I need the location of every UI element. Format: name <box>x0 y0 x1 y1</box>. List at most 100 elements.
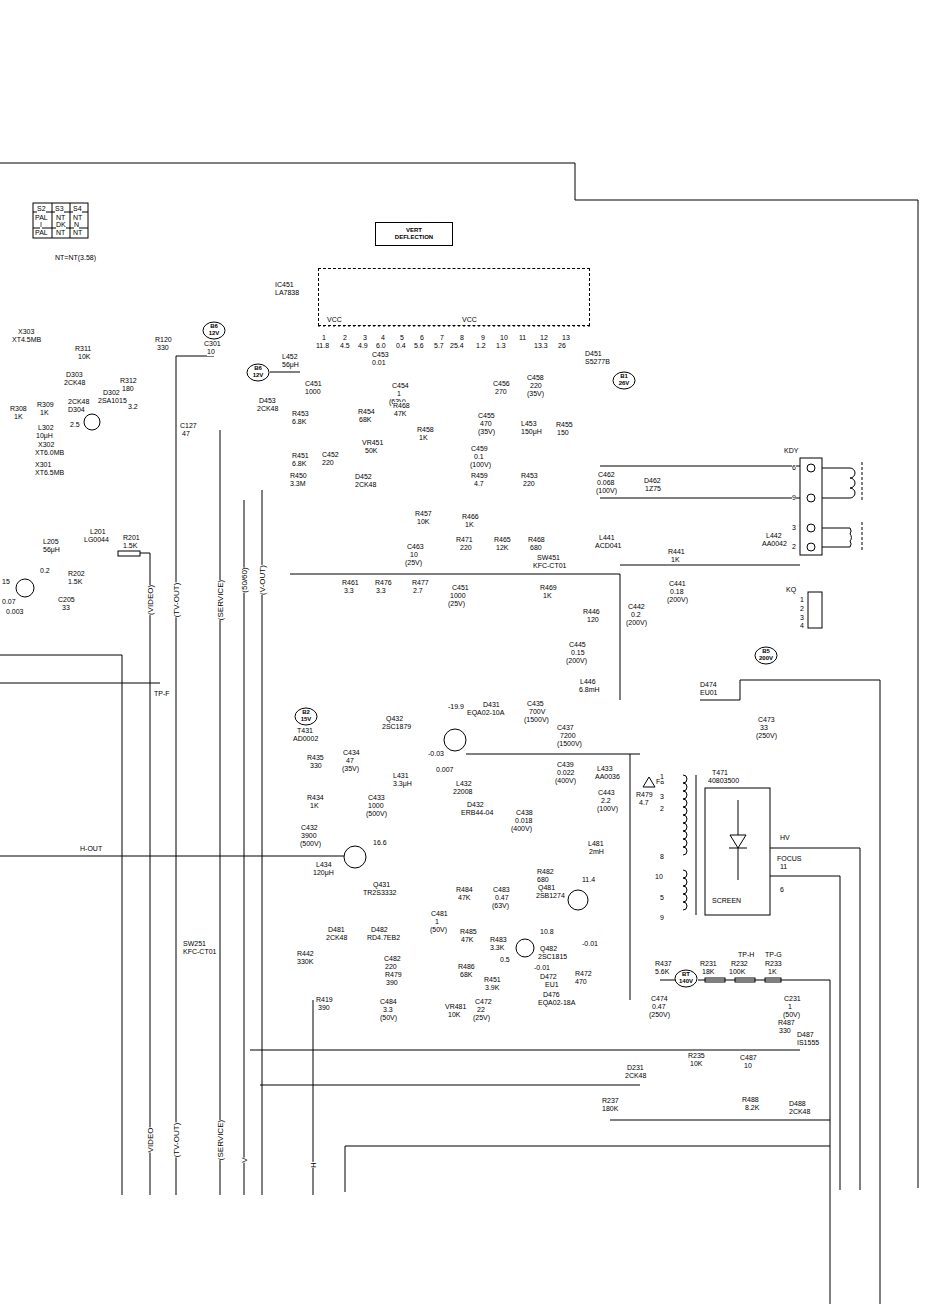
part-label: H <box>309 1162 318 1168</box>
part-label: R479 <box>385 971 402 979</box>
part-label: VCC <box>327 316 342 324</box>
part-label: (250V) <box>649 1011 670 1019</box>
part-label: C205 <box>58 596 75 604</box>
part-label: L446 <box>580 678 596 686</box>
part-label: (250V) <box>756 732 777 740</box>
part-label: (100V) <box>596 487 617 495</box>
wire <box>630 754 631 1000</box>
part-label: 0.47 <box>495 894 509 902</box>
part-label: Q482 <box>540 945 557 953</box>
part-label: R235 <box>688 1052 705 1060</box>
part-label: R437 <box>655 960 672 968</box>
wire <box>140 553 150 554</box>
part-label: 4.5 <box>340 342 350 350</box>
part-label: NT <box>73 229 82 237</box>
part-label: R457 <box>415 510 432 518</box>
part-label: C463 <box>407 543 424 551</box>
part-label: -0.01 <box>582 940 598 948</box>
part-label: 6 <box>792 464 796 472</box>
part-label: 47 <box>346 757 354 765</box>
part-label: D432 <box>467 801 484 809</box>
part-label: 1 <box>800 596 804 604</box>
part-label: 6 <box>420 334 424 342</box>
bus-wire <box>150 553 151 1195</box>
part-label: 12 <box>540 334 548 342</box>
part-label: D452 <box>355 473 372 481</box>
part-label: R485 <box>460 928 477 936</box>
part-label: VR481 <box>445 1003 466 1011</box>
part-label: (1500V) <box>524 716 549 724</box>
part-label: C442 <box>628 603 645 611</box>
part-label: 5.6 <box>414 342 424 350</box>
part-label: LG0044 <box>84 536 109 544</box>
part-label: 2SB1274 <box>536 892 565 900</box>
part-label: 6 <box>780 886 784 894</box>
part-label: EU01 <box>700 689 718 697</box>
part-label: 4.7 <box>474 480 484 488</box>
transistor-symbol <box>444 729 466 751</box>
terminal-outline <box>675 970 697 987</box>
part-label: D451 <box>585 350 602 358</box>
connector-pin <box>807 524 815 532</box>
part-label: T431 <box>297 727 313 735</box>
part-label: NT <box>56 229 65 237</box>
part-label: C482 <box>384 955 401 963</box>
bus-wire <box>176 356 177 1195</box>
part-label: 11.4 <box>582 876 595 884</box>
part-label: 330 <box>157 344 169 352</box>
resistor-symbol <box>118 551 140 556</box>
part-label: NT=NT(3.58) <box>55 254 96 262</box>
part-label: 220 <box>460 544 472 552</box>
part-label: 2CK48 <box>625 1072 646 1080</box>
part-label: C443 <box>598 789 615 797</box>
part-label: 1 <box>322 334 326 342</box>
part-label: 8 <box>660 853 664 861</box>
part-label: Q481 <box>538 884 555 892</box>
part-label: D476 <box>543 991 560 999</box>
transformer-core <box>696 775 697 915</box>
part-label: R202 <box>68 570 85 578</box>
part-label: L441 <box>599 534 615 542</box>
part-label: 1K <box>465 521 474 529</box>
terminal-outline <box>247 364 269 381</box>
part-label: 3.3K <box>490 944 504 952</box>
transistor-symbol <box>568 890 588 910</box>
diode-symbol <box>730 835 746 848</box>
part-label: 6.8mH <box>579 686 600 694</box>
part-label: 2.5 <box>70 421 80 429</box>
part-label: (500V) <box>366 810 387 818</box>
part-label: 0.01 <box>372 359 386 367</box>
part-label: 10μH <box>36 432 53 440</box>
part-label: S3 <box>55 205 64 213</box>
part-label: X302 <box>38 441 54 449</box>
part-label: (TV-OUT) <box>172 1123 181 1158</box>
part-label: R484 <box>456 886 473 894</box>
terminal-label: BT 140V <box>678 971 694 985</box>
part-label: 10 <box>655 873 663 881</box>
part-label: D231 <box>627 1064 644 1072</box>
part-label: C451 <box>305 380 322 388</box>
part-label: 7200 <box>560 732 576 740</box>
part-label: 4 <box>381 334 385 342</box>
wire <box>700 680 822 700</box>
part-label: 56μH <box>43 546 60 554</box>
connector-pin <box>807 494 815 502</box>
part-label: 2CK48 <box>64 379 85 387</box>
part-label: 56μH <box>282 361 299 369</box>
wire <box>270 372 300 373</box>
part-label: L442 <box>766 532 782 540</box>
wire <box>660 980 675 981</box>
part-label: 330 <box>310 762 322 770</box>
part-label: 2SA1015 <box>98 397 127 405</box>
part-label: 1.2 <box>476 342 486 350</box>
part-label: R454 <box>358 408 375 416</box>
wire <box>290 574 620 700</box>
part-label: 3.3 <box>383 1006 393 1014</box>
wire <box>822 680 880 1304</box>
part-label: KQ <box>786 586 796 594</box>
part-label: 9 <box>792 494 796 502</box>
part-label: 120μH <box>313 869 334 877</box>
part-label: D472 <box>540 973 557 981</box>
part-label: 1 <box>397 390 401 398</box>
part-label: TP-F <box>154 690 170 698</box>
